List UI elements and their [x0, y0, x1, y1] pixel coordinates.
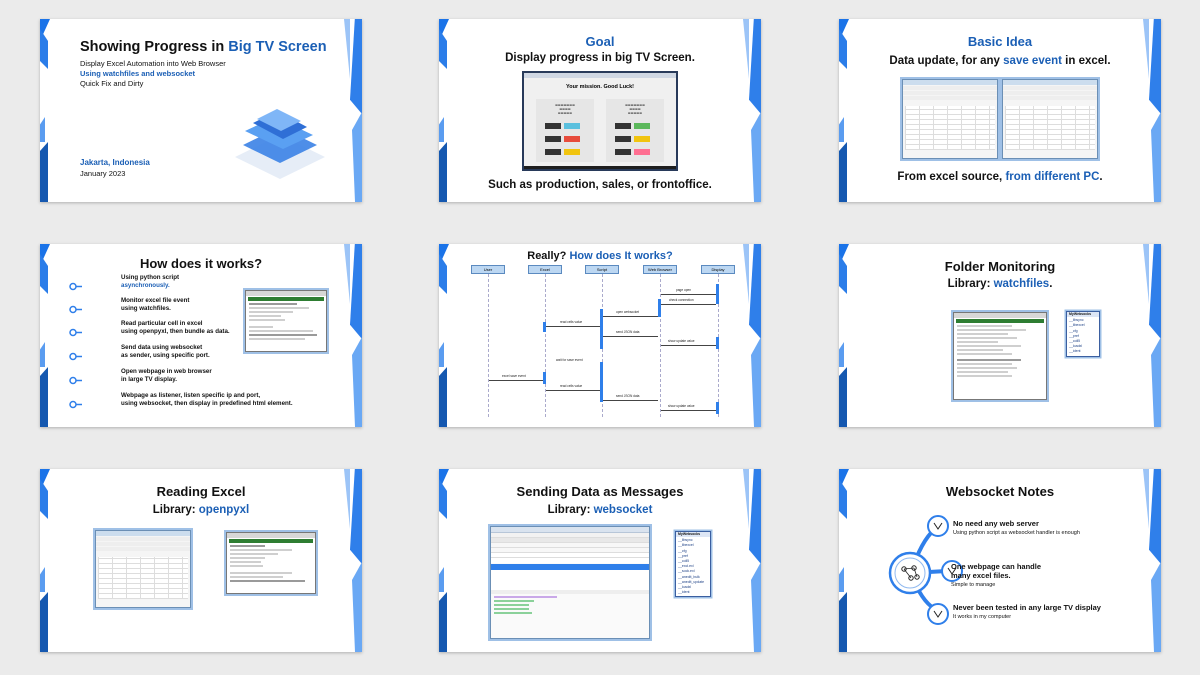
msg-label: send JSON data — [616, 394, 640, 398]
step-bullet-icon — [69, 346, 83, 361]
msg-label: show update value — [668, 339, 695, 343]
network-hub-icon — [888, 515, 963, 625]
excel-window — [95, 530, 191, 608]
msg-label: open websocket — [616, 310, 640, 314]
file-tree-panel: MyWebsocks __libsync__libexcel__cfg__pre… — [1066, 311, 1100, 357]
subtitle-line-1: Display Excel Automation into Web Browse… — [80, 59, 226, 68]
step-bullet-icon — [69, 394, 83, 409]
slide-goal[interactable]: Goal Display progress in big TV Screen. … — [439, 19, 761, 202]
slide-folder-monitoring[interactable]: Folder Monitoring Library: watchfiles. M… — [839, 244, 1161, 427]
actor-display: Display — [701, 265, 735, 274]
slide-heading: Basic Idea — [967, 34, 1033, 49]
terminal-screenshot — [226, 532, 316, 594]
slide-heading: Folder Monitoring — [944, 259, 1056, 274]
step-bullet-icon — [69, 276, 83, 291]
msg-label: wait for save event — [556, 358, 583, 362]
actor-web-browser: Web Browser — [643, 265, 677, 274]
slide-heading: Sending Data as Messages — [516, 484, 684, 499]
excel-window-right — [1002, 79, 1098, 159]
browser-screenshot: Your mission. Good Luck! ▬▬▬▬▬▬▬▬▬▬▬▬▬▬▬… — [522, 71, 678, 171]
browser-heading: Your mission. Good Luck! — [565, 84, 635, 90]
step-bullet-icon — [69, 370, 83, 385]
terminal-screenshot — [953, 312, 1047, 400]
step-6: Webpage as listener, listen specific ip … — [121, 392, 293, 407]
msg-label: excel save event — [502, 374, 526, 378]
slide-footer: From excel source, from different PC. — [897, 171, 1103, 183]
slide-heading: How does it works? — [139, 256, 263, 271]
slide-heading: Really? How does It works? — [527, 250, 673, 262]
msg-label: send JSON data — [616, 330, 640, 334]
subtitle-line-2: Using watchfiles and websocket — [80, 69, 196, 78]
msg-label: show update value — [668, 404, 695, 408]
slide-library: Library: websocket — [547, 504, 653, 516]
date-text: January 2023 — [80, 169, 126, 178]
slide-sending-data[interactable]: Sending Data as Messages Library: websoc… — [439, 469, 761, 652]
slide-subheading: Data update, for any save event in excel… — [889, 55, 1111, 67]
layers-illustration-icon — [235, 109, 325, 179]
terminal-screenshot — [245, 290, 327, 352]
slide-sequence[interactable]: Really? How does It works? User Excel Sc… — [439, 244, 761, 427]
slide-title[interactable]: Showing Progress in Big TV Screen Displa… — [40, 19, 362, 202]
slide-library: Library: openpyxl — [152, 504, 250, 516]
excel-window-left — [902, 79, 998, 159]
msg-label: read cells value — [560, 320, 583, 324]
slide-heading: Reading Excel — [156, 484, 246, 499]
slide-footer: Such as production, sales, or frontoffic… — [488, 179, 712, 191]
slide-subheading: Display progress in big TV Screen. — [505, 52, 695, 64]
msg-label: check connection — [669, 298, 694, 302]
note-3: Never been tested in any large TV displa… — [953, 603, 1101, 620]
subtitle-line-3: Quick Fix and Dirty — [80, 79, 144, 88]
slide-heading: Goal — [585, 34, 615, 49]
title-slide-heading: Showing Progress in Big TV Screen — [80, 39, 327, 55]
msg-label: page open — [676, 288, 692, 292]
actor-excel: Excel — [528, 265, 562, 274]
msg-label: read cells value — [560, 384, 583, 388]
file-tree-panel: MyWebsocks __libsync__libexcel__cfg__pre… — [675, 531, 711, 598]
note-2: One webpage can handle many excel files.… — [951, 562, 1042, 588]
step-bullet-icon — [69, 299, 83, 314]
slide-library: Library: watchfiles. — [947, 278, 1053, 290]
slide-heading: Websocket Notes — [945, 484, 1055, 499]
devtools-screenshot — [490, 526, 650, 639]
actor-script: Script — [585, 265, 619, 274]
slide-basic-idea[interactable]: Basic Idea Data update, for any save eve… — [839, 19, 1161, 202]
step-bullet-icon — [69, 322, 83, 337]
slide-reading-excel[interactable]: Reading Excel Library: openpyxl — [40, 469, 362, 652]
actor-user: User — [471, 265, 505, 274]
location-text: Jakarta, Indonesia — [80, 158, 150, 167]
